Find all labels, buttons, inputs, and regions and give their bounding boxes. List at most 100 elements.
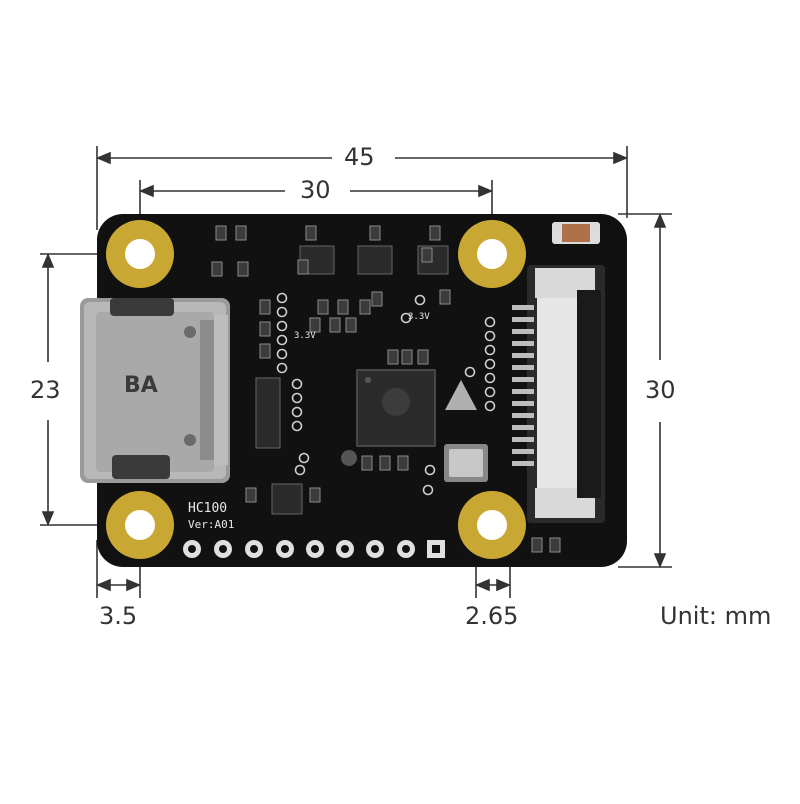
via: [464, 366, 476, 378]
dim-23-arrow-top: [41, 252, 55, 268]
smd-passive: [259, 299, 271, 315]
smd-passive: [361, 455, 373, 471]
dim-30v-arrow-top: [653, 212, 667, 228]
dim-hole-spacing-y: 23: [30, 376, 61, 404]
pcb-board: [80, 214, 627, 567]
mounting-hole-bottom-left: [106, 491, 174, 559]
smd-passive: [309, 487, 321, 503]
dim-hole-diameter: 2.65: [465, 602, 519, 630]
large-via: [341, 450, 357, 466]
smd-passive: [401, 349, 413, 365]
dim-35-arrow-right: [126, 578, 142, 592]
via: [484, 386, 496, 398]
smd-passive: [259, 321, 271, 337]
via: [276, 320, 288, 332]
mounting-hole-bottom-right: [458, 491, 526, 559]
smd-passive: [397, 455, 409, 471]
hdmi-connector: [80, 298, 230, 483]
smd-passive: [235, 225, 247, 241]
fpc-pin: [512, 425, 534, 430]
smd-passive: [237, 261, 249, 277]
smd-passive: [259, 343, 271, 359]
smd-passives: [211, 225, 561, 553]
smd-passive: [215, 225, 227, 241]
via: [291, 420, 303, 432]
smd-passive: [305, 225, 317, 241]
dim-hole-spacing-x: 30: [300, 176, 331, 204]
dim-45-arrow-right: [613, 151, 629, 165]
board-version-label: Ver:A01: [188, 518, 235, 531]
via: [484, 358, 496, 370]
fpc-pin: [512, 437, 534, 442]
smd-passive: [345, 317, 357, 333]
dim-width-overall: 45: [344, 143, 375, 171]
smd-passive: [379, 455, 391, 471]
smd-passive: [297, 259, 309, 275]
fpc-pin: [512, 341, 534, 346]
fpc-pin: [512, 401, 534, 406]
fpc-pins: [512, 305, 534, 466]
smd-passive: [371, 291, 383, 307]
unit-label: Unit: mm: [660, 602, 772, 630]
via: [291, 406, 303, 418]
smd-passive: [387, 349, 399, 365]
dim-265-arrow-left: [474, 578, 490, 592]
dim-height-overall: 30: [645, 376, 676, 404]
dim-30v-arrow-bottom: [653, 553, 667, 569]
smd-passive: [549, 537, 561, 553]
dim-23-arrow-bottom: [41, 511, 55, 527]
smd-resistor: [562, 224, 590, 242]
smd-passive: [317, 299, 329, 315]
via: [276, 362, 288, 374]
via: [276, 348, 288, 360]
fpc-pin: [512, 449, 534, 454]
via: [291, 378, 303, 390]
vias: [276, 292, 496, 496]
via: [414, 294, 426, 306]
via: [484, 344, 496, 356]
mounting-hole-top-left: [106, 220, 174, 288]
via: [276, 306, 288, 318]
dim-45-arrow-left: [95, 151, 111, 165]
header-pins: [183, 540, 445, 558]
smd-passive: [309, 317, 321, 333]
fpc-pin: [512, 365, 534, 370]
fpc-pin: [512, 305, 534, 310]
via: [484, 330, 496, 342]
silk-33v-left: 3.3V: [294, 331, 316, 341]
smd-passive: [417, 349, 429, 365]
via: [424, 464, 436, 476]
board-model-label: HC100: [188, 501, 228, 516]
hdmi-marking: BA: [124, 373, 158, 398]
dim-30h-arrow-right: [478, 184, 494, 198]
fpc-pin: [512, 317, 534, 322]
fpc-pin: [512, 389, 534, 394]
smd-passive: [245, 487, 257, 503]
via: [298, 452, 310, 464]
via: [400, 312, 412, 324]
fpc-connector: [527, 265, 605, 523]
fpc-pin: [512, 353, 534, 358]
smd-passive: [429, 225, 441, 241]
smd-passive: [337, 299, 349, 315]
mounting-hole-top-right: [458, 220, 526, 288]
fpc-pin: [512, 461, 534, 466]
fpc-pin: [512, 329, 534, 334]
dim-30h-arrow-left: [138, 184, 154, 198]
smd-passive: [531, 537, 543, 553]
via: [484, 316, 496, 328]
via: [484, 372, 496, 384]
via: [422, 484, 434, 496]
via: [276, 334, 288, 346]
dim-hole-edge-offset: 3.5: [99, 602, 138, 630]
via: [291, 392, 303, 404]
dim-265-arrow-right: [496, 578, 512, 592]
via: [276, 292, 288, 304]
fpc-pin: [512, 413, 534, 418]
small-ics: [255, 245, 449, 515]
dimension-lines: [40, 146, 672, 598]
smd-passive: [211, 261, 223, 277]
silk-33v-right: 3.3V: [408, 312, 430, 322]
